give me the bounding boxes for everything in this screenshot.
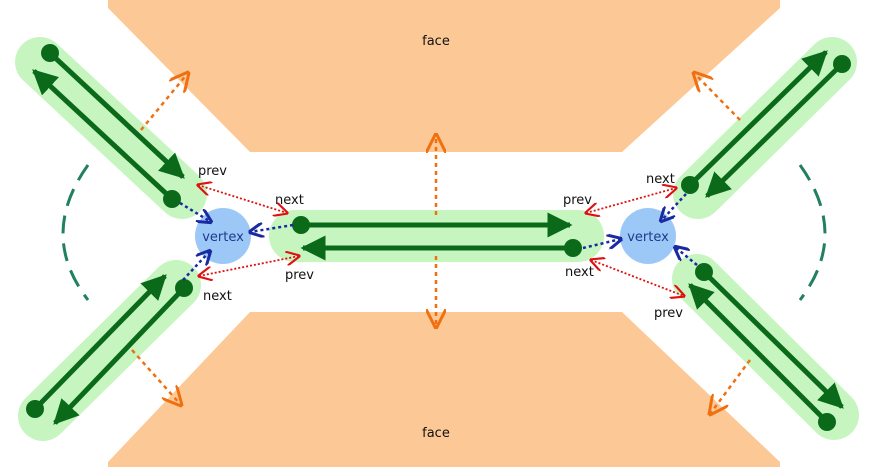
next-label: next: [565, 265, 594, 280]
halfedge-arrow: [48, 51, 185, 179]
endpoint-dot: [41, 44, 59, 62]
face-pointer-arrow: [694, 73, 741, 121]
endpoint-dot: [26, 400, 44, 418]
face-pointer-arrow: [710, 359, 752, 414]
vertex-pointer-arrow: [582, 239, 621, 248]
face-bottom: [108, 312, 780, 467]
face-pointers: [131, 73, 752, 414]
vertex-label-right: vertex: [627, 230, 669, 245]
edge-highlight-lower-right: [672, 254, 859, 440]
endpoint-dot: [818, 413, 836, 431]
halfedge-arrow: [688, 50, 828, 187]
face-label-top: face: [422, 34, 450, 49]
halfedge-arrow: [702, 270, 844, 409]
endpoint-dot: [292, 216, 310, 234]
halfedges: [32, 50, 844, 425]
prev-next-pointers: [198, 185, 684, 296]
endpoint-dot: [163, 190, 181, 208]
prev-label: prev: [563, 193, 592, 208]
angle-arc-left: [61, 164, 90, 301]
next-label: next: [203, 289, 232, 304]
prev-label: prev: [285, 268, 314, 283]
prev-label: prev: [654, 306, 683, 321]
endpoint-dot: [681, 176, 699, 194]
endpoint-dot: [175, 279, 193, 297]
halfedge-arrow: [32, 69, 174, 201]
prev-next-arrow: [591, 260, 684, 296]
face-top: [108, 0, 780, 152]
vertex-label-left: vertex: [202, 230, 244, 245]
angle-arc-right: [798, 164, 827, 301]
next-label: next: [646, 172, 675, 187]
endpoint-dot: [833, 55, 851, 73]
endpoint-dot: [695, 263, 713, 281]
halfedge-arrow: [53, 286, 186, 425]
halfedge-arrow: [705, 62, 844, 198]
halfedge-endpoints: [26, 44, 851, 431]
face-label-bottom: face: [422, 426, 450, 441]
prev-next-arrow: [199, 256, 299, 276]
next-label: next: [275, 193, 304, 208]
prev-label: prev: [198, 164, 227, 179]
endpoint-dot: [564, 239, 582, 257]
edge-highlight-upper-left: [15, 37, 207, 219]
vertex-pointer-arrow: [675, 247, 698, 266]
edge-highlight-lower-left: [18, 260, 201, 441]
prev-next-arrow: [198, 185, 287, 213]
halfedge-arrow: [688, 283, 829, 424]
edge-highlight-upper-right: [673, 37, 857, 219]
halfedge-arrow: [33, 274, 167, 411]
vertex-pointer-arrow: [250, 225, 294, 232]
prev-next-arrow: [586, 188, 676, 213]
